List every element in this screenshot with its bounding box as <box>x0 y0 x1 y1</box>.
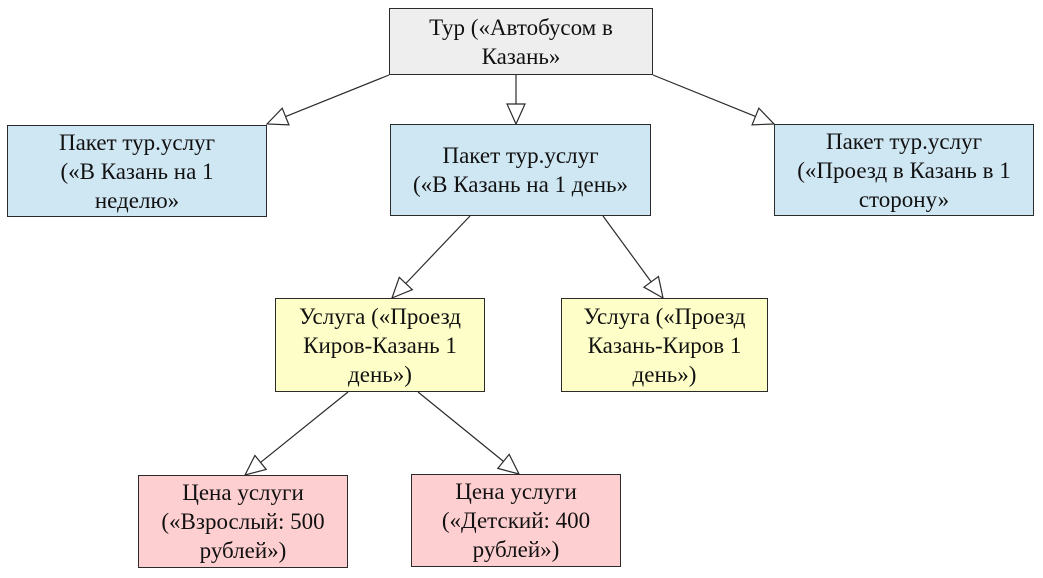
edge-line <box>602 215 652 283</box>
node-service-kazan-kirov-text: Услуга («Проезд Казань-Киров 1 день») <box>583 302 745 389</box>
node-package-day: Пакет тур.услуг («В Казань на 1 день» <box>390 124 651 216</box>
node-package-day-text: Пакет тур.услуг («В Казань на 1 день» <box>413 141 628 199</box>
arrowhead-icon <box>642 275 664 300</box>
arrowhead-icon <box>496 453 521 475</box>
edge-line <box>652 74 756 118</box>
node-package-week: Пакет тур.услуг («В Казань на 1 неделю» <box>7 125 267 217</box>
node-tour-line: Тур («Автобусом в <box>429 14 613 40</box>
node-service-kazan-kirov-line: Казань-Киров 1 <box>587 332 742 358</box>
node-service-kazan-kirov-line: Услуга («Проезд <box>583 303 746 329</box>
arrowhead-icon <box>265 107 290 126</box>
node-package-week-line: («В Казань на 1 <box>60 158 214 184</box>
node-price-child: Цена услуги («Детский: 400 рублей») <box>411 474 621 567</box>
node-service-kirov-kazan-text: Услуга («Проезд Киров-Казань 1 день») <box>299 302 461 389</box>
edge-package-day-to-service-kirov-kazan <box>390 215 471 300</box>
node-price-child-line: Цена услуги <box>455 479 577 504</box>
node-price-child-line: рублей») <box>472 537 560 562</box>
node-service-kazan-kirov: Услуга («Проезд Казань-Киров 1 день») <box>561 298 768 392</box>
node-tour: Тур («Автобусом в Казань» <box>389 8 653 75</box>
node-price-adult-line: («Взрослый: 500 <box>161 509 325 534</box>
node-service-kirov-kazan-line: день») <box>348 361 412 387</box>
node-package-oneway-line: Пакет тур.услуг <box>825 128 983 154</box>
node-package-week-line: Пакет тур.услуг <box>58 129 216 155</box>
node-service-kirov-kazan-line: Киров-Казань 1 <box>303 332 457 358</box>
node-price-adult: Цена услуги («Взрослый: 500 рублей») <box>138 475 348 568</box>
node-package-day-line: Пакет тур.услуг <box>442 143 599 168</box>
node-package-oneway-line: («Проезд в Казань в 1 <box>797 157 1011 183</box>
node-tour-line: Казань» <box>481 43 561 69</box>
node-package-week-line: неделю» <box>94 187 180 213</box>
node-package-oneway: Пакет тур.услуг («Проезд в Казань в 1 ст… <box>774 124 1034 216</box>
node-price-adult-line: Цена услуги <box>182 480 304 505</box>
arrowhead-icon <box>506 103 526 126</box>
edge-line <box>417 391 504 462</box>
node-service-kirov-kazan: Услуга («Проезд Киров-Казань 1 день») <box>275 298 485 392</box>
edge-package-day-to-service-kazan-kirov <box>602 215 664 300</box>
node-package-day-line: («В Казань на 1 день» <box>412 172 629 197</box>
node-service-kirov-kazan-line: Услуга («Проезд <box>298 303 461 329</box>
edge-service-kirov-kazan-to-price-adult <box>243 391 349 476</box>
node-tour-text: Тур («Автобусом в Казань» <box>429 13 613 71</box>
edge-line <box>405 215 471 284</box>
node-price-adult-line: рублей») <box>199 538 287 563</box>
edge-line <box>260 391 349 463</box>
arrowhead-icon <box>390 276 414 300</box>
edge-tour-to-package-oneway <box>652 74 776 126</box>
node-service-kazan-kirov-line: день») <box>632 361 697 387</box>
node-package-week-text: Пакет тур.услуг («В Казань на 1 неделю» <box>59 128 215 215</box>
edge-service-kirov-kazan-to-price-child <box>417 391 521 475</box>
node-price-child-text: Цена услуги («Детский: 400 рублей») <box>442 477 590 564</box>
node-package-oneway-line: сторону» <box>858 186 950 212</box>
node-price-adult-text: Цена услуги («Взрослый: 500 рублей») <box>161 478 324 565</box>
arrowhead-icon <box>243 454 268 476</box>
edge-tour-to-package-week <box>265 74 390 126</box>
edge-line <box>285 74 390 118</box>
node-package-oneway-text: Пакет тур.услуг («Проезд в Казань в 1 ст… <box>797 127 1010 214</box>
node-price-child-line: («Детский: 400 <box>441 508 591 533</box>
edge-tour-to-package-day <box>506 75 526 126</box>
arrowhead-icon <box>751 107 776 126</box>
